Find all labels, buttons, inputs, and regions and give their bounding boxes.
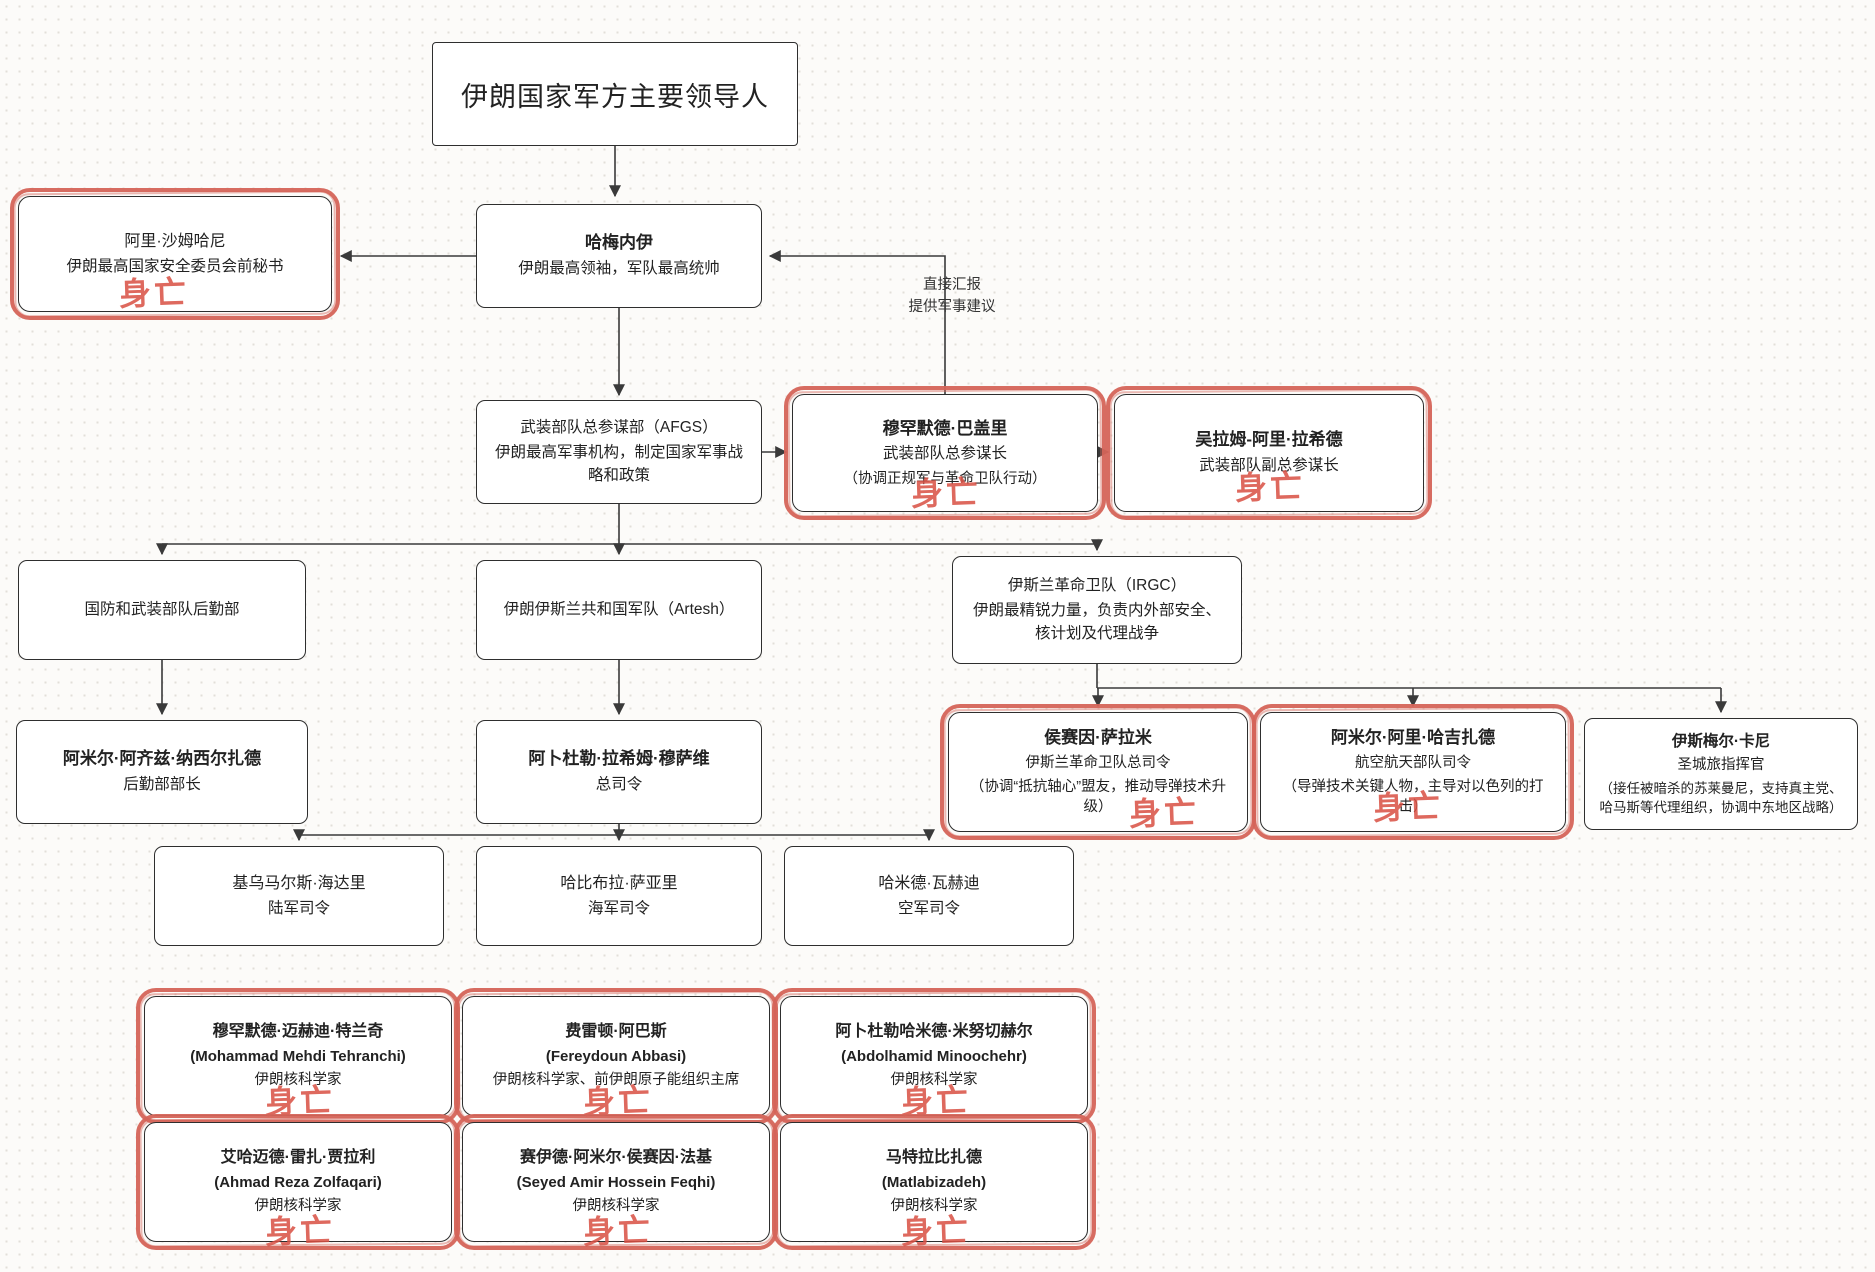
bagheri-role: 武装部队总参谋长 xyxy=(882,445,1007,463)
irgc-desc: 伊朗最精锐力量，负责内外部安全、核计划及代理战争 xyxy=(972,602,1221,642)
minoochehr-en-name: (Abdolhamid Minoochehr) xyxy=(841,1048,1027,1066)
salami-role: 伊斯兰革命卫队总司令 xyxy=(1025,755,1171,772)
node-shamkhani: 阿里·沙姆哈尼 伊朗最高国家安全委员会前秘书 身亡 xyxy=(10,188,340,320)
abbasi-role: 伊朗核科学家、前伊朗原子能组织主席 xyxy=(492,1072,740,1089)
afgs-desc: 伊朗最高军事机构，制定国家军事战略和政策 xyxy=(494,444,743,484)
node-nasirzadeh: 阿米尔·阿齐兹·纳西尔扎德 后勤部部长 xyxy=(16,720,308,824)
vahedi-role: 空军司令 xyxy=(897,899,960,917)
abbasi-name: 费雷顿·阿巴斯 xyxy=(565,1023,667,1041)
shamkhani-desc: 伊朗最高国家安全委员会前秘书 xyxy=(66,257,284,275)
matlabizadeh-name: 马特拉比扎德 xyxy=(885,1149,982,1167)
modafl-name: 国防和武装部队后勤部 xyxy=(84,600,240,618)
node-tehranchi: 穆罕默德·迈赫迪·特兰奇 (Mohammad Mehdi Tehranchi) … xyxy=(136,988,460,1124)
sayyari-name: 哈比布拉·萨亚里 xyxy=(560,874,678,892)
shamkhani-deceased-mark: 身亡 xyxy=(118,273,190,313)
node-matlabizadeh: 马特拉比扎德 (Matlabizadeh) 伊朗核科学家 身亡 xyxy=(772,1114,1096,1250)
node-rashid: 吴拉姆-阿里·拉希德 武装部队副总参谋长 身亡 xyxy=(1106,386,1432,520)
node-zolfaqari: 艾哈迈德·雷扎·贾拉利 (Ahmad Reza Zolfaqari) 伊朗核科学… xyxy=(136,1114,460,1250)
nasirzadeh-role: 后勤部部长 xyxy=(123,776,201,794)
node-vahedi: 哈米德·瓦赫迪 空军司令 xyxy=(784,846,1074,946)
qaani-note: （接任被暗杀的苏莱曼尼，支持真主党、哈马斯等代理组织，协调中东地区战略） xyxy=(1599,780,1843,816)
node-chart-title: 伊朗国家军方主要领导人 xyxy=(432,42,798,146)
node-salami: 侯赛因·萨拉米 伊斯兰革命卫队总司令 （协调“抵抗轴心”盟友，推动导弹技术升级）… xyxy=(940,704,1256,840)
report-label-line1: 直接汇报 xyxy=(923,277,981,293)
node-sayyari: 哈比布拉·萨亚里 海军司令 xyxy=(476,846,762,946)
hajizadeh-note: （导弹技术关键人物，主导对以色列的打击） xyxy=(1282,778,1544,816)
minoochehr-role: 伊朗核科学家 xyxy=(890,1072,978,1089)
rashid-name: 吴拉姆-阿里·拉希德 xyxy=(1195,430,1343,450)
qaani-name: 伊斯梅尔·卡尼 xyxy=(1671,732,1771,750)
zolfaqari-role: 伊朗核科学家 xyxy=(254,1198,342,1215)
chart-title-text: 伊朗国家军方主要领导人 xyxy=(461,81,769,112)
bagheri-note: （协调正规军与革命卫队行动） xyxy=(843,470,1047,487)
node-irgc: 伊斯兰革命卫队（IRGC） 伊朗最精锐力量，负责内外部安全、核计划及代理战争 xyxy=(952,556,1242,664)
artesh-name: 伊朗伊斯兰共和国军队（Artesh） xyxy=(503,600,735,618)
tehranchi-role: 伊朗核科学家 xyxy=(254,1072,342,1089)
node-abbasi: 费雷顿·阿巴斯 (Fereydoun Abbasi) 伊朗核科学家、前伊朗原子能… xyxy=(454,988,778,1124)
nasirzadeh-name: 阿米尔·阿齐兹·纳西尔扎德 xyxy=(62,749,262,769)
afgs-name: 武装部队总参谋部（AFGS） xyxy=(520,418,718,436)
irgc-name: 伊斯兰革命卫队（IRGC） xyxy=(1007,576,1187,594)
matlabizadeh-en-name: (Matlabizadeh) xyxy=(881,1174,987,1192)
zolfaqari-deceased-mark: 身亡 xyxy=(264,1211,336,1251)
sayyari-role: 海军司令 xyxy=(587,899,650,917)
salami-name: 侯赛因·萨拉米 xyxy=(1044,728,1152,748)
node-hajizadeh: 阿米尔·阿里·哈吉扎德 航空航天部队司令 （导弹技术关键人物，主导对以色列的打击… xyxy=(1252,704,1574,840)
feqhi-deceased-mark: 身亡 xyxy=(582,1211,654,1251)
hajizadeh-role: 航空航天部队司令 xyxy=(1355,755,1471,772)
node-modafl: 国防和武装部队后勤部 xyxy=(18,560,306,660)
khamenei-name: 哈梅内伊 xyxy=(585,233,653,253)
node-qaani: 伊斯梅尔·卡尼 圣城旅指挥官 （接任被暗杀的苏莱曼尼，支持真主党、哈马斯等代理组… xyxy=(1584,718,1858,830)
rashid-role: 武装部队副总参谋长 xyxy=(1199,457,1339,475)
shamkhani-name: 阿里·沙姆哈尼 xyxy=(124,232,226,250)
direct-report-label: 直接汇报 提供军事建议 xyxy=(877,274,1027,319)
mousavi-role: 总司令 xyxy=(595,776,643,794)
feqhi-name: 赛伊德·阿米尔·侯赛因·法基 xyxy=(520,1149,712,1167)
node-heidari: 基乌马尔斯·海达里 陆军司令 xyxy=(154,846,444,946)
hajizadeh-name: 阿米尔·阿里·哈吉扎德 xyxy=(1330,728,1496,748)
tehranchi-en-name: (Mohammad Mehdi Tehranchi) xyxy=(190,1048,406,1066)
node-afgs: 武装部队总参谋部（AFGS） 伊朗最高军事机构，制定国家军事战略和政策 xyxy=(476,400,762,504)
node-bagheri: 穆罕默德·巴盖里 武装部队总参谋长 （协调正规军与革命卫队行动） 身亡 xyxy=(784,386,1106,520)
node-feqhi: 赛伊德·阿米尔·侯赛因·法基 (Seyed Amir Hossein Feqhi… xyxy=(454,1114,778,1250)
vahedi-name: 哈米德·瓦赫迪 xyxy=(878,874,980,892)
heidari-name: 基乌马尔斯·海达里 xyxy=(232,874,366,892)
report-label-line2: 提供军事建议 xyxy=(908,299,996,316)
abbasi-en-name: (Fereydoun Abbasi) xyxy=(545,1048,687,1066)
bagheri-name: 穆罕默德·巴盖里 xyxy=(882,418,1008,438)
matlabizadeh-role: 伊朗核科学家 xyxy=(890,1198,978,1215)
node-mousavi: 阿卜杜勒·拉希姆·穆萨维 总司令 xyxy=(476,720,762,824)
minoochehr-name: 阿卜杜勒哈米德·米努切赫尔 xyxy=(835,1023,1033,1041)
mousavi-name: 阿卜杜勒·拉希姆·穆萨维 xyxy=(528,749,710,769)
zolfaqari-name: 艾哈迈德·雷扎·贾拉利 xyxy=(220,1149,376,1167)
zolfaqari-en-name: (Ahmad Reza Zolfaqari) xyxy=(214,1174,382,1192)
khamenei-desc: 伊朗最高领袖，军队最高统帅 xyxy=(518,260,720,278)
node-minoochehr: 阿卜杜勒哈米德·米努切赫尔 (Abdolhamid Minoochehr) 伊朗… xyxy=(772,988,1096,1124)
feqhi-role: 伊朗核科学家 xyxy=(572,1198,660,1215)
tehranchi-name: 穆罕默德·迈赫迪·特兰奇 xyxy=(212,1023,384,1041)
qaani-role: 圣城旅指挥官 xyxy=(1677,757,1765,774)
feqhi-en-name: (Seyed Amir Hossein Feqhi) xyxy=(516,1174,716,1192)
matlabizadeh-deceased-mark: 身亡 xyxy=(900,1211,972,1251)
node-artesh: 伊朗伊斯兰共和国军队（Artesh） xyxy=(476,560,762,660)
heidari-role: 陆军司令 xyxy=(267,899,330,917)
node-khamenei: 哈梅内伊 伊朗最高领袖，军队最高统帅 xyxy=(476,204,762,308)
salami-note: （协调“抵抗轴心”盟友，推动导弹技术升级） xyxy=(969,778,1227,816)
